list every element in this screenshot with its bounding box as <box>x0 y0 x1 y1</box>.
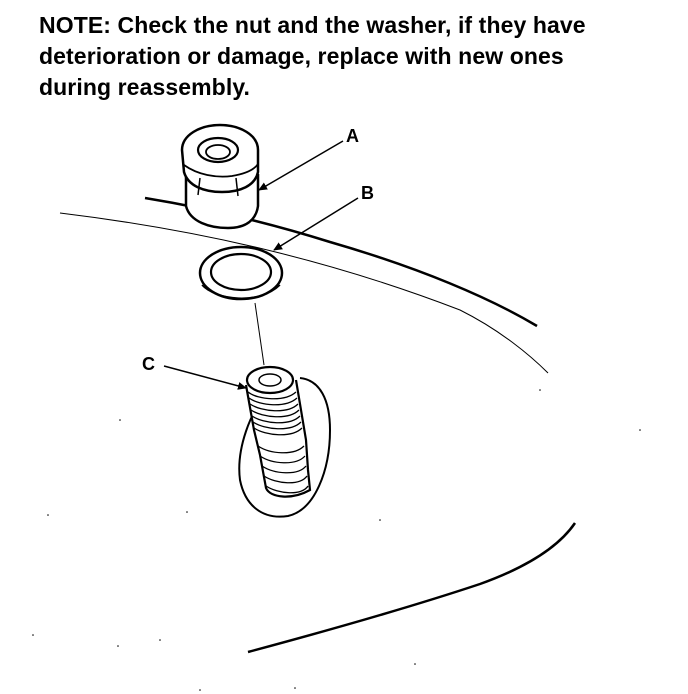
wheel-stud <box>244 365 312 498</box>
callout-b-leader <box>273 197 359 251</box>
callout-a-label: A <box>346 126 359 146</box>
speckles <box>32 389 641 691</box>
callout-c-leader <box>163 365 247 390</box>
note-line-1: NOTE: Check the nut and the washer, if t… <box>39 12 586 38</box>
panel-edge-upper <box>59 212 549 374</box>
alignment-line <box>254 302 265 366</box>
note-text: NOTE: Check the nut and the washer, if t… <box>39 10 659 103</box>
note-line-3: during reassembly. <box>39 74 251 100</box>
panel-edge-lower <box>247 522 577 654</box>
callout-b-label: B <box>361 183 374 203</box>
washer <box>198 245 284 301</box>
lug-nut <box>180 123 260 230</box>
callout-a-leader <box>258 140 344 191</box>
note-line-2: deterioration or damage, replace with ne… <box>39 43 564 69</box>
callout-c-label: C <box>142 354 155 374</box>
